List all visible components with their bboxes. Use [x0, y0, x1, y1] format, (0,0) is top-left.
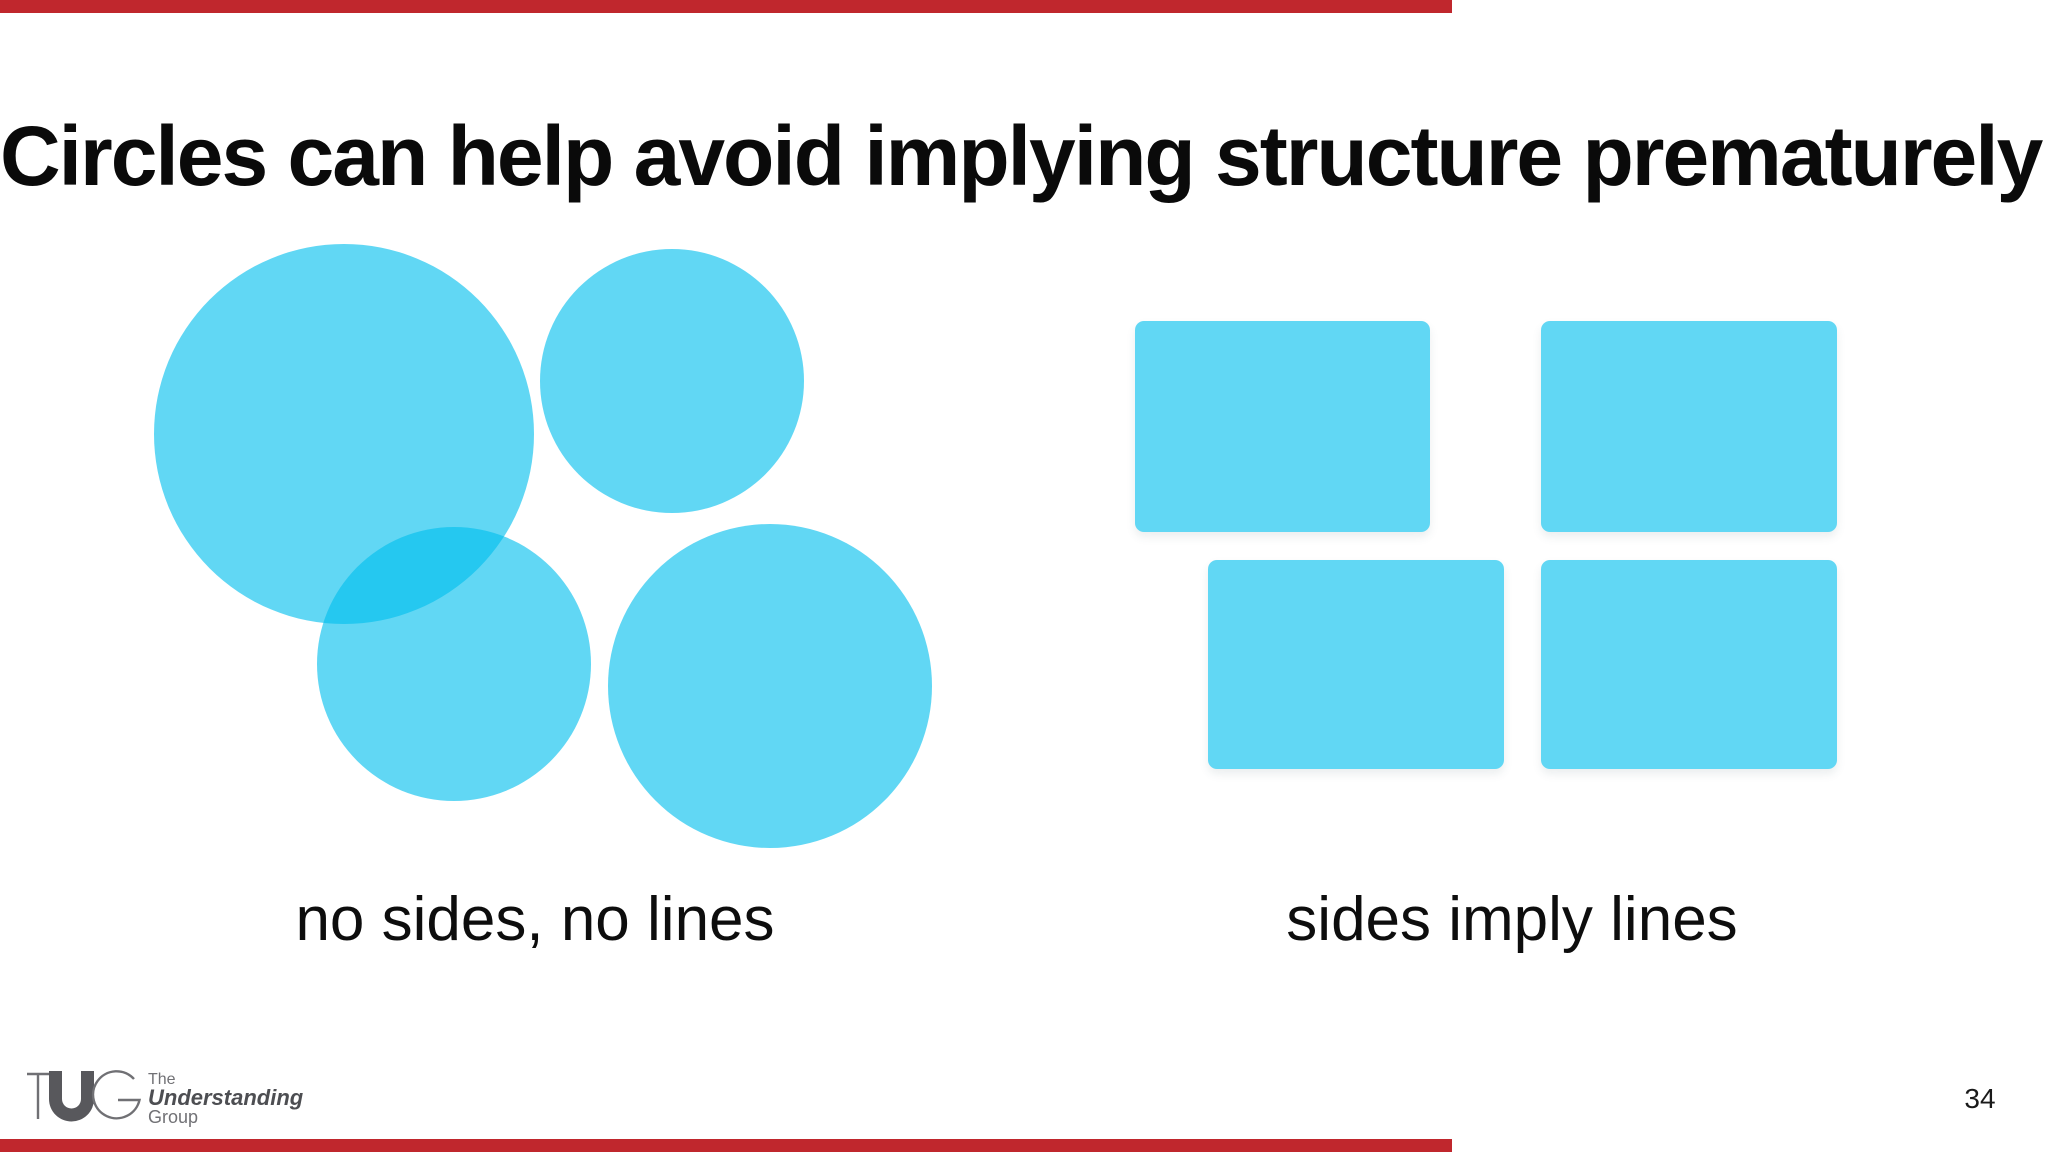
- red-accent-bar-top: [0, 0, 1452, 13]
- caption-circles: no sides, no lines: [295, 885, 775, 954]
- circle-bottom-right: [608, 524, 932, 848]
- red-accent-bar-bottom: [0, 1139, 1452, 1152]
- logo-line-understanding: Understanding: [148, 1085, 304, 1110]
- slide-title: Circles can help avoid implying structur…: [0, 109, 2048, 203]
- rect-top-right: [1541, 321, 1837, 532]
- circle-bottom-left: [317, 527, 591, 801]
- tug-logo-mark-icon: [27, 1070, 142, 1122]
- logo-line-group: Group: [148, 1107, 199, 1127]
- caption-rectangles: sides imply lines: [1286, 885, 1738, 954]
- tug-logo: The Understanding Group: [26, 1068, 316, 1130]
- rect-bottom-right: [1541, 560, 1837, 769]
- logo-line-the: The: [148, 1071, 176, 1088]
- rect-bottom-left: [1208, 560, 1504, 769]
- rect-top-left: [1135, 321, 1430, 532]
- page-number: 34: [1964, 1083, 1996, 1114]
- circle-top-right: [540, 249, 804, 513]
